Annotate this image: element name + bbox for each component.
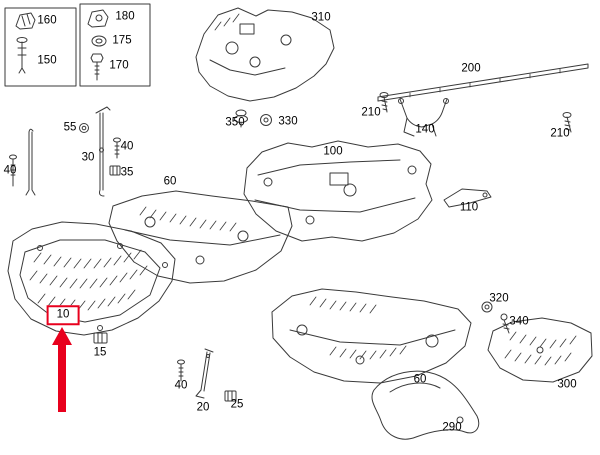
part-140-bracket-drawing bbox=[398, 98, 449, 137]
part-175-washer-drawing bbox=[91, 35, 107, 47]
part-150-rivet-drawing bbox=[16, 37, 28, 74]
part-10-panel-drawing bbox=[7, 221, 176, 336]
part-label-40: 40 bbox=[174, 379, 188, 392]
part-label-290: 290 bbox=[442, 421, 462, 434]
part-label-210: 210 bbox=[361, 106, 381, 119]
part-label-110: 110 bbox=[459, 201, 479, 214]
part-label-140: 140 bbox=[415, 123, 435, 136]
part-210-bolt-left-drawing bbox=[379, 92, 389, 113]
part-label-15: 15 bbox=[93, 346, 107, 359]
part-label-340: 340 bbox=[509, 315, 529, 328]
part-60-panel-upper-drawing bbox=[108, 190, 293, 284]
part-55-grommet-drawing bbox=[79, 123, 89, 133]
part-label-175: 175 bbox=[112, 34, 132, 47]
part-40-bolt-far-left-drawing bbox=[9, 154, 17, 187]
part-label-40: 40 bbox=[120, 140, 134, 153]
legend-box-1 bbox=[4, 7, 77, 87]
part-30-rod-drawing bbox=[95, 106, 111, 197]
part-label-150: 150 bbox=[37, 54, 57, 67]
part-30-rod-left-drawing bbox=[25, 128, 36, 196]
part-label-180: 180 bbox=[115, 10, 135, 23]
part-label-55: 55 bbox=[63, 121, 77, 134]
part-40-bolt-cluster-drawing bbox=[113, 137, 121, 159]
part-label-170: 170 bbox=[109, 59, 129, 72]
part-25-clip-drawing bbox=[224, 390, 237, 402]
part-label-25: 25 bbox=[230, 398, 244, 411]
part-340-bolt-drawing bbox=[500, 313, 510, 334]
part-300-panel-drawing bbox=[487, 317, 593, 383]
part-label-350: 350 bbox=[225, 116, 245, 129]
part-label-10-highlighted: 10 bbox=[46, 305, 80, 325]
part-35-clip-drawing bbox=[109, 165, 121, 176]
part-160-clip-drawing bbox=[15, 12, 36, 30]
part-label-30: 30 bbox=[81, 151, 95, 164]
part-label-35: 35 bbox=[120, 166, 134, 179]
part-label-20: 20 bbox=[196, 401, 210, 414]
part-320-grommet-drawing bbox=[481, 301, 493, 313]
part-40-bolt-bottom-drawing bbox=[177, 359, 185, 382]
part-label-40: 40 bbox=[3, 164, 17, 177]
part-290-arm-drawing bbox=[371, 370, 480, 440]
part-350-nut-drawing bbox=[234, 109, 248, 128]
part-label-310: 310 bbox=[311, 11, 331, 24]
part-330-washer-drawing bbox=[260, 114, 272, 126]
part-label-60: 60 bbox=[413, 373, 427, 386]
part-label-300: 300 bbox=[557, 378, 577, 391]
selection-arrow bbox=[52, 327, 72, 412]
part-170-bolt-drawing bbox=[90, 53, 104, 81]
legend-box-2 bbox=[79, 3, 151, 87]
part-110-bracket-drawing bbox=[443, 188, 492, 208]
part-label-330: 330 bbox=[278, 115, 298, 128]
part-180-clip-drawing bbox=[87, 9, 109, 28]
part-15-clip-drawing bbox=[93, 332, 108, 344]
part-200-rail-drawing bbox=[377, 63, 589, 102]
part-60-panel-lower-drawing bbox=[271, 288, 472, 384]
part-label-60: 60 bbox=[163, 175, 177, 188]
part-label-100: 100 bbox=[323, 145, 343, 158]
part-210-bolt-right-drawing bbox=[562, 112, 572, 133]
part-label-160: 160 bbox=[37, 14, 57, 27]
part-label-200: 200 bbox=[461, 62, 481, 75]
part-310-panel-drawing bbox=[195, 7, 335, 102]
part-label-320: 320 bbox=[489, 292, 509, 305]
part-20-stud-drawing bbox=[195, 348, 214, 399]
part-label-210: 210 bbox=[550, 127, 570, 140]
